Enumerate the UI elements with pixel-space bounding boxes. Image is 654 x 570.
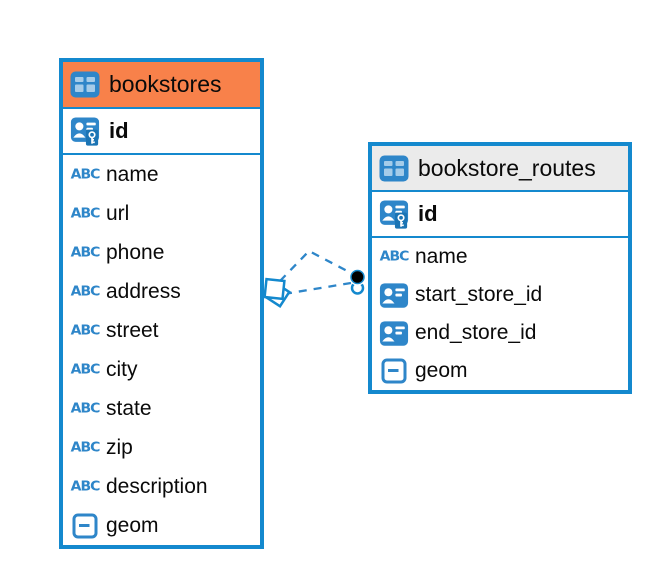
text-type-icon: ABC [70, 479, 101, 494]
column-row-end-store-id[interactable]: end_store_id [372, 314, 628, 352]
column-label: geom [106, 513, 159, 537]
source-square-front [263, 277, 286, 301]
table-icon [70, 71, 100, 98]
table-bookstore-routes[interactable]: bookstore_routes id [368, 142, 632, 394]
column-row-id[interactable]: id [372, 192, 628, 238]
geometry-type-icon [70, 513, 100, 539]
column-row-id[interactable]: id [63, 109, 260, 155]
text-type-icon: ABC [70, 206, 101, 221]
column-label: end_store_id [415, 321, 537, 344]
primary-key-label: id [109, 118, 129, 143]
column-row-phone[interactable]: ABC phone [63, 233, 260, 272]
primary-key-icon [379, 199, 409, 230]
table-bookstores-fields: ABC name ABC url ABC phone ABC address A… [63, 155, 260, 545]
text-type-icon: ABC [70, 245, 101, 260]
table-bookstore-routes-fields: ABC name start_store_id [372, 238, 628, 390]
table-bookstores[interactable]: bookstores id A [59, 58, 264, 549]
column-label: address [106, 279, 181, 303]
column-row-start-store-id[interactable]: start_store_id [372, 276, 628, 314]
text-type-icon: ABC [70, 401, 101, 416]
table-title: bookstore_routes [418, 154, 596, 181]
column-label: start_store_id [415, 283, 543, 306]
column-row-street[interactable]: ABC street [63, 311, 260, 350]
column-label: city [106, 357, 138, 381]
text-type-icon: ABC [70, 323, 101, 338]
column-row-city[interactable]: ABC city [63, 350, 260, 389]
column-row-geom[interactable]: geom [372, 352, 628, 390]
text-type-icon: ABC [379, 249, 410, 265]
column-row-url[interactable]: ABC url [63, 194, 260, 233]
geometry-type-icon [379, 358, 409, 384]
table-icon [379, 155, 409, 182]
text-type-icon: ABC [70, 362, 101, 377]
table-bookstore-routes-header[interactable]: bookstore_routes [372, 146, 628, 192]
column-label: geom [415, 359, 468, 382]
column-row-address[interactable]: ABC address [63, 272, 260, 311]
foreign-key-icon [379, 282, 409, 309]
table-bookstores-header[interactable]: bookstores [63, 62, 260, 109]
foreign-key-icon [379, 320, 409, 347]
target-dot [350, 269, 365, 285]
text-type-icon: ABC [70, 440, 101, 455]
column-label: state [106, 396, 152, 420]
relationship-target-marker[interactable] [349, 268, 366, 295]
relationship-line-1[interactable] [279, 249, 352, 282]
column-label: zip [106, 435, 133, 459]
column-row-name[interactable]: ABC name [63, 155, 260, 194]
table-title: bookstores [109, 71, 222, 97]
text-type-icon: ABC [70, 284, 101, 299]
column-label: description [106, 474, 208, 498]
relationship-line-2[interactable] [283, 281, 352, 296]
text-type-icon: ABC [70, 167, 101, 182]
column-row-name[interactable]: ABC name [372, 238, 628, 276]
column-label: name [415, 245, 468, 268]
column-label: phone [106, 240, 165, 264]
primary-key-label: id [418, 201, 438, 226]
column-row-geom[interactable]: geom [63, 506, 260, 545]
relationship-source-marker[interactable] [263, 277, 291, 308]
column-label: street [106, 318, 159, 342]
column-row-zip[interactable]: ABC zip [63, 428, 260, 467]
primary-key-icon [70, 116, 100, 147]
column-label: url [106, 201, 130, 225]
column-label: name [106, 162, 159, 186]
column-row-description[interactable]: ABC description [63, 467, 260, 506]
column-row-state[interactable]: ABC state [63, 389, 260, 428]
